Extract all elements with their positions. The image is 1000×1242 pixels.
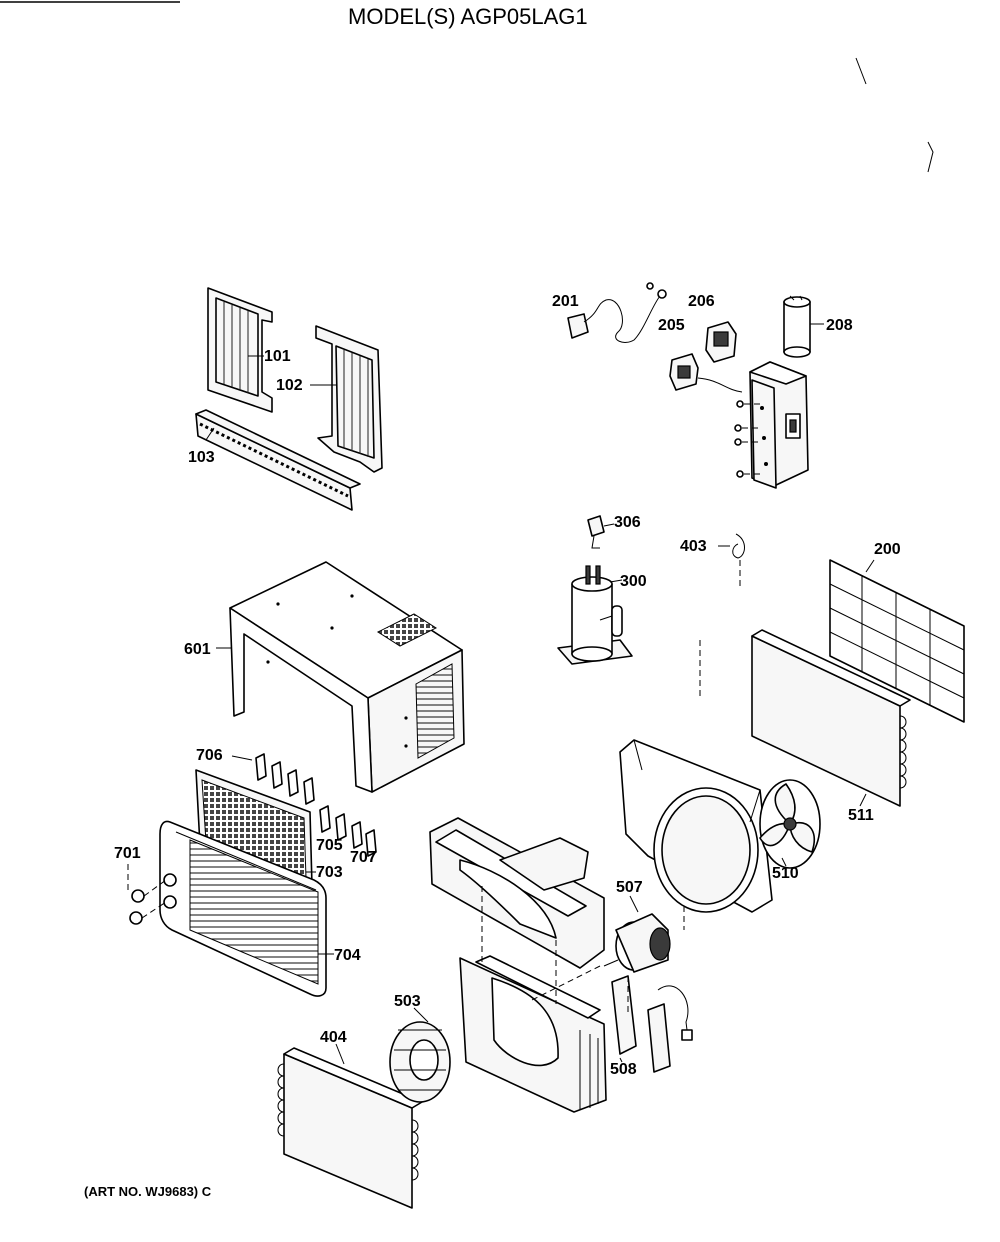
callout-306: 306 — [614, 514, 641, 531]
leader-300 — [609, 579, 623, 583]
base-pan — [459, 955, 607, 1113]
leader-507 — [629, 895, 639, 913]
callout-508: 508 — [610, 1061, 637, 1078]
callout-707: 707 — [350, 849, 377, 866]
leader-508 — [619, 1057, 623, 1063]
part-511-condenser-coil — [751, 629, 911, 807]
callout-103: 103 — [188, 449, 215, 466]
assembly-lines — [481, 560, 741, 1012]
part-306-overload — [587, 515, 605, 549]
leader-706 — [231, 755, 253, 761]
part-101-side-curtain — [207, 287, 273, 413]
part-508-motor-mount — [611, 975, 693, 1073]
part-503-blower-wheel — [389, 1021, 451, 1103]
part-601-cabinet — [229, 561, 465, 793]
leader-503 — [413, 1007, 429, 1023]
callout-205: 205 — [658, 317, 685, 334]
part-208-capacitor — [783, 295, 811, 358]
part-103-sill-rail — [195, 409, 361, 511]
part-701-knobs — [127, 864, 167, 925]
part-404-evaporator-coil — [277, 1047, 423, 1209]
part-102-side-curtain — [315, 325, 383, 473]
callout-511: 511 — [848, 807, 874, 824]
leader-511 — [859, 793, 867, 807]
part-206-rotary-switch — [705, 321, 737, 363]
leader-306 — [603, 523, 615, 527]
condenser-fan-shroud — [619, 739, 773, 913]
callout-510: 510 — [772, 865, 799, 882]
control-box — [749, 361, 809, 489]
part-200-rear-grille — [829, 559, 965, 723]
callout-507: 507 — [616, 879, 643, 896]
callout-102: 102 — [276, 377, 303, 394]
callout-404: 404 — [320, 1029, 347, 1046]
part-403-clip — [732, 533, 745, 559]
part-704-front-panel — [159, 820, 327, 997]
callout-705: 705 — [316, 837, 343, 854]
screw-set — [734, 400, 760, 478]
page-title: MODEL(S) AGP05LAG1 — [348, 4, 588, 29]
callout-503: 503 — [394, 993, 421, 1010]
callout-208: 208 — [826, 317, 853, 334]
part-300-compressor — [557, 565, 633, 665]
callout-706: 706 — [196, 747, 223, 764]
callout-300: 300 — [620, 573, 647, 590]
stray-mark — [855, 57, 867, 85]
callout-403: 403 — [680, 538, 707, 555]
leader-510 — [781, 857, 787, 867]
callout-601: 601 — [184, 641, 211, 658]
stray-mark — [927, 141, 934, 173]
part-706-clips — [255, 753, 377, 857]
part-507-fan-motor — [603, 913, 671, 973]
part-510-condenser-fan — [759, 779, 821, 869]
callout-200: 200 — [874, 541, 901, 558]
callout-704: 704 — [334, 947, 361, 964]
callout-201: 201 — [552, 293, 579, 310]
orifice-shroud — [429, 817, 605, 969]
callout-701: 701 — [114, 845, 141, 862]
part-205-thermostat — [669, 353, 743, 393]
part-201-power-cord — [567, 282, 667, 343]
leader-200 — [865, 559, 875, 573]
leader-103 — [205, 427, 215, 441]
leader-404 — [335, 1043, 345, 1065]
callout-101: 101 — [264, 348, 291, 365]
callout-206: 206 — [688, 293, 715, 310]
callout-703: 703 — [316, 864, 343, 881]
art-number: (ART NO. WJ9683) C — [84, 1184, 212, 1199]
